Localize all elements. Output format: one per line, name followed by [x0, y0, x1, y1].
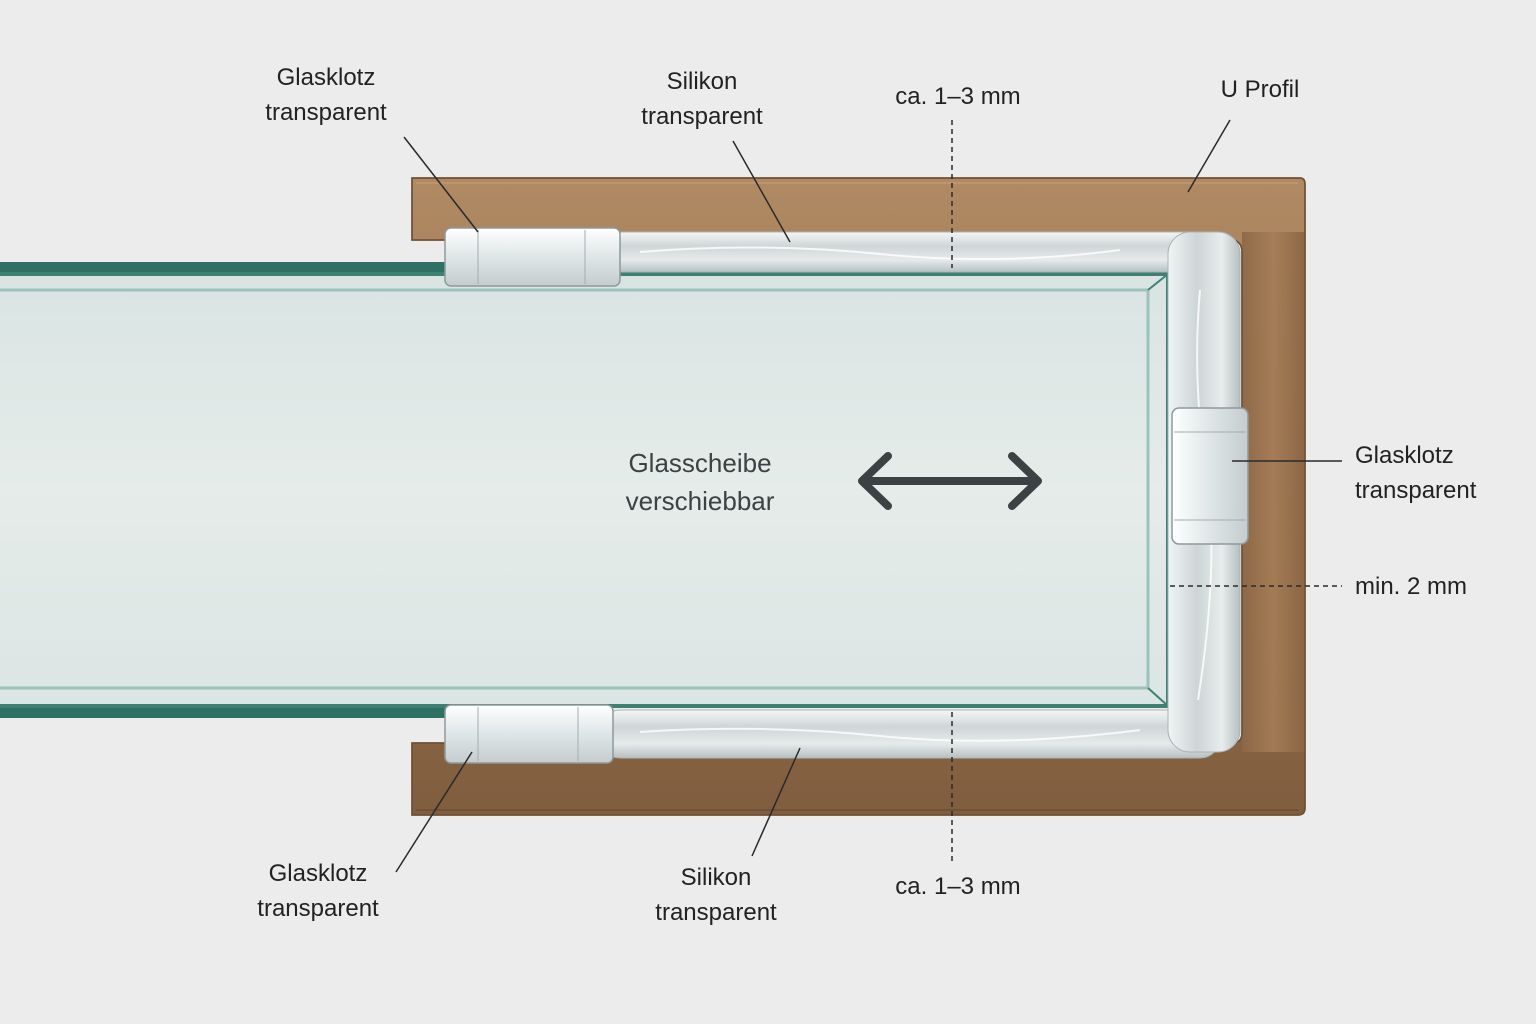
label-right-glass-block-line1: Glasklotz	[1355, 442, 1454, 469]
label-bottom-glass-block: Glasklotz transparent	[238, 856, 398, 926]
label-top-silicone: Silikon transparent	[622, 64, 782, 134]
label-top-glass-block: Glasklotz transparent	[246, 60, 406, 130]
label-right-glass-block-line2: transparent	[1355, 477, 1477, 504]
glass-block-top	[444, 227, 621, 287]
label-bottom-silicone: Silikon transparent	[636, 860, 796, 930]
dimension-lines	[951, 120, 1342, 862]
center-caption: Glasscheibe verschiebbar	[590, 444, 810, 520]
label-right-glass-block: Glasklotz transparent	[1355, 438, 1525, 508]
double-arrow-icon	[858, 452, 1042, 510]
label-top-glass-block-line1: Glasklotz	[276, 64, 376, 91]
label-bottom-silicone-line1: Silikon	[680, 864, 752, 891]
leader-lines	[395, 119, 1342, 873]
label-top-silicone-line1: Silikon	[666, 68, 738, 95]
glass-pane	[0, 262, 1170, 718]
label-top-glass-block-line2: transparent	[265, 99, 387, 126]
center-caption-line1: Glasscheibe	[628, 448, 772, 478]
label-top-silicone-line2: transparent	[641, 103, 763, 130]
label-u-profile: U Profil	[1220, 76, 1300, 103]
label-bottom-gap: ca. 1–3 mm	[895, 873, 1021, 900]
glass-block-right	[1171, 407, 1249, 545]
glass-block-bottom	[444, 704, 614, 764]
label-top-gap: ca. 1–3 mm	[895, 83, 1021, 110]
center-caption-line2: verschiebbar	[625, 486, 775, 516]
label-bottom-glass-block-line2: transparent	[257, 895, 379, 922]
label-min-gap: min. 2 mm	[1355, 573, 1468, 600]
label-bottom-glass-block-line1: Glasklotz	[268, 860, 368, 887]
label-bottom-silicone-line2: transparent	[655, 899, 777, 926]
